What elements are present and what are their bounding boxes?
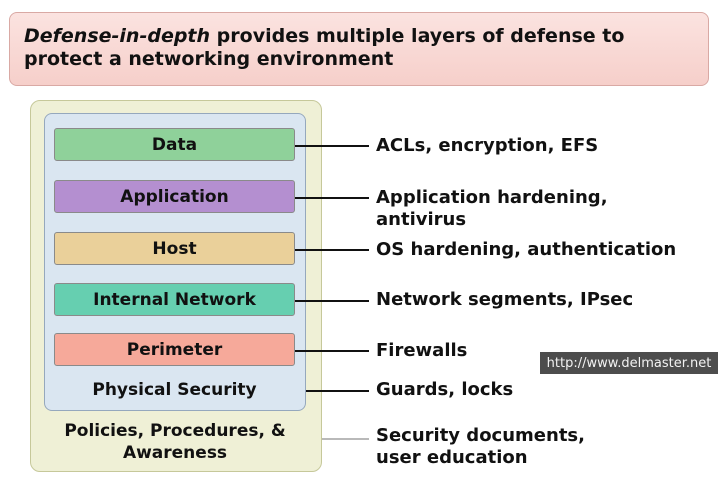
perimeter-layer-label: Perimeter: [126, 339, 223, 360]
perimeter-measure: Firewalls: [376, 340, 468, 361]
application-connector: [295, 197, 369, 199]
perimeter-connector: [295, 350, 369, 352]
host-measure: OS hardening, authentication: [376, 239, 677, 260]
application-layer-label: Application: [120, 186, 229, 207]
host-layer-label: Host: [152, 238, 197, 259]
data-connector: [295, 145, 369, 147]
title-banner: Defense-in-depth provides multiple layer…: [9, 12, 709, 86]
perimeter-layer: Perimeter: [54, 333, 295, 366]
application-layer: Application: [54, 180, 295, 213]
data-measure: ACLs, encryption, EFS: [376, 135, 599, 156]
policies-label: Policies, Procedures, & Awareness: [64, 421, 286, 463]
internal-network-layer: Internal Network: [54, 283, 295, 316]
title-emphasis: Defense-in-depth: [24, 25, 211, 47]
data-layer-label: Data: [151, 134, 198, 155]
physical-security-connector: [306, 390, 369, 392]
host-connector: [295, 249, 369, 251]
internal-network-connector: [295, 300, 369, 302]
physical-security-label: Physical Security: [92, 380, 257, 400]
internal-network-layer-label: Internal Network: [93, 289, 256, 310]
data-layer: Data: [54, 128, 295, 161]
watermark: http://www.delmaster.net: [540, 352, 718, 374]
policies-measure: Security documents, user education: [376, 425, 585, 468]
internal-network-measure: Network segments, IPsec: [376, 289, 634, 310]
physical-security-measure: Guards, locks: [376, 379, 514, 400]
host-layer: Host: [54, 232, 295, 265]
title-text: provides multiple layers of defense to p…: [24, 25, 625, 70]
application-measure: Application hardening, antivirus: [376, 187, 608, 230]
policies-connector: [322, 438, 369, 440]
